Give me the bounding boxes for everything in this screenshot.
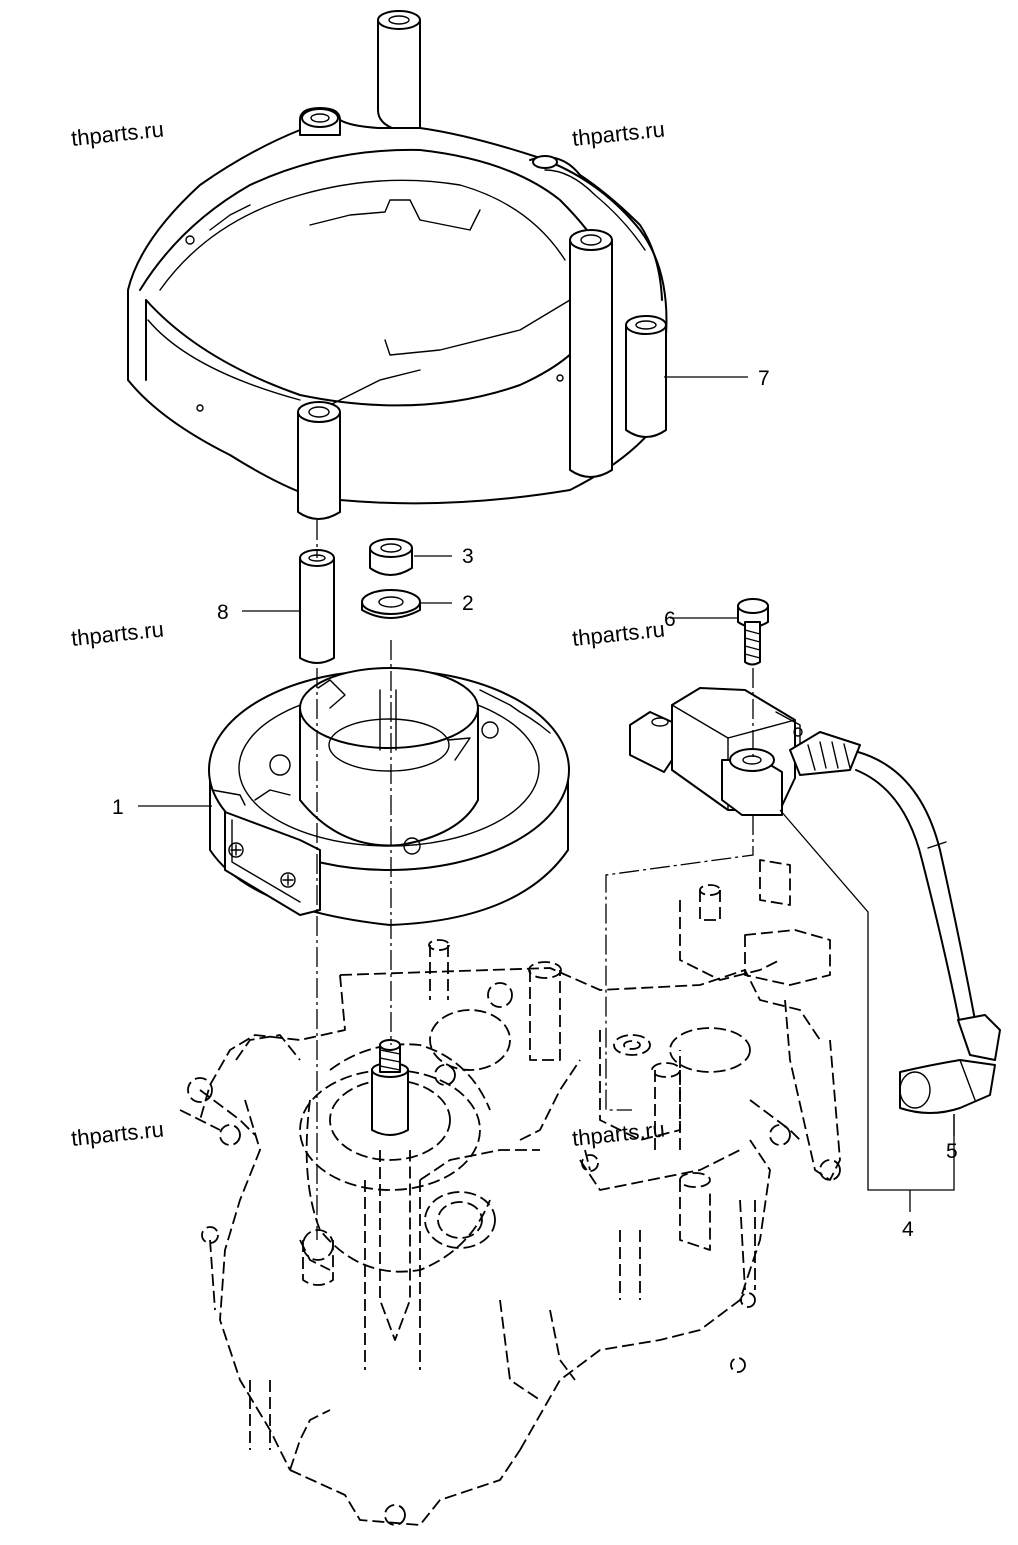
part-1-flywheel[interactable] <box>208 667 570 926</box>
callout-6: 6 <box>664 608 676 631</box>
part-6-bolt[interactable] <box>737 598 769 666</box>
callout-5: 5 <box>946 1140 958 1163</box>
watermark-top-right: thparts.ru <box>571 116 666 151</box>
crankshaft-end <box>371 1039 409 1136</box>
watermark-low-right: thparts.ru <box>571 1116 666 1151</box>
leader-lines <box>138 376 955 1212</box>
part-8-dowel-pin[interactable] <box>299 549 335 664</box>
callout-3: 3 <box>462 545 474 568</box>
part-5-ignition-coil[interactable] <box>629 687 1001 1114</box>
part-3-nut[interactable] <box>369 538 413 576</box>
part-7-flywheel-cover[interactable] <box>127 10 668 520</box>
callout-1: 1 <box>112 796 124 819</box>
watermark-mid-left: thparts.ru <box>70 616 165 651</box>
assembly-lines <box>316 520 754 1240</box>
callout-2: 2 <box>462 592 474 615</box>
watermark-top-left: thparts.ru <box>70 116 165 151</box>
callout-8: 8 <box>217 601 229 624</box>
watermark-mid-right: thparts.ru <box>571 616 666 651</box>
watermark-low-left: thparts.ru <box>70 1116 165 1151</box>
part-2-washer[interactable] <box>361 589 421 619</box>
crankcase-phantom <box>179 859 841 1526</box>
callout-4: 4 <box>902 1218 914 1241</box>
callout-7: 7 <box>758 367 770 390</box>
